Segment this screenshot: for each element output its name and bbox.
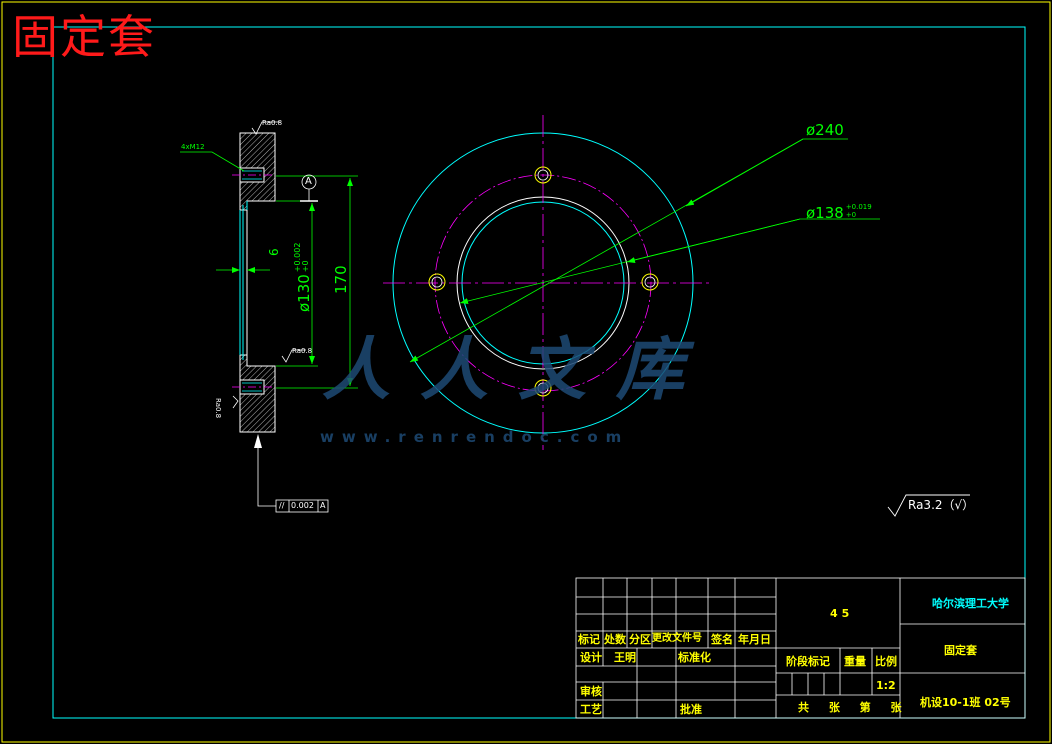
bore-tol-lower: +0	[845, 211, 857, 219]
bolt-hole-left	[428, 273, 446, 291]
bolt-hole-bottom	[534, 379, 552, 397]
tb-school: 哈尔滨理工大学	[932, 597, 1009, 610]
outer-diameter-label: ø240	[806, 121, 844, 139]
section-view	[180, 121, 358, 513]
tb-hdr-sign: 签名	[711, 633, 733, 646]
bolt-hole-right	[641, 273, 659, 291]
tb-drawing-no: 机设10-1班 02号	[920, 696, 1011, 709]
thread-label: 4xM12	[181, 143, 205, 151]
tb-standard: 标准化	[678, 651, 711, 664]
tb-designer: 王明	[614, 651, 636, 664]
height-label: 170	[332, 265, 350, 294]
side-bore-dimension: ø130+0.002+0	[293, 243, 313, 312]
watermark-logo: 人人文库	[322, 331, 715, 410]
watermark-url: www.renrendoc.com	[320, 428, 630, 446]
tb-hdr-doc: 更改文件号	[652, 633, 702, 644]
tb-scale: 1:2	[876, 679, 896, 692]
tb-stage-mark: 阶段标记	[786, 655, 830, 668]
tb-review: 审核	[580, 685, 602, 698]
tolerance-datum: A	[320, 501, 326, 510]
tb-hdr-mark: 标记	[578, 633, 600, 646]
tb-design: 设计	[580, 651, 602, 664]
tolerance-value: 0.002	[291, 501, 314, 510]
roughness-label-3: Ra0.8	[214, 398, 222, 419]
tb-sheets: 共 张 第 张	[798, 701, 902, 714]
tb-weight: 重量	[844, 655, 866, 668]
datum-label: A	[305, 176, 312, 187]
depth-label: 6	[267, 248, 281, 256]
tolerance-frame	[275, 499, 329, 513]
title-block-grid	[575, 577, 1026, 719]
tb-hdr-zone: 分区	[629, 633, 651, 646]
bore-dimension: ø138+0.019+0	[806, 203, 872, 222]
bore-tol-upper: +0.019	[845, 203, 872, 211]
tb-hdr-date: 年月日	[738, 633, 771, 646]
tb-approve: 批准	[680, 703, 702, 716]
tb-process: 工艺	[580, 703, 602, 716]
side-bore-label: ø130	[295, 274, 313, 312]
page-title: 固定套	[12, 10, 156, 64]
tb-material: 45	[830, 607, 854, 620]
front-view	[383, 115, 880, 450]
drawing-frame	[52, 26, 1026, 719]
general-roughness-label: Ra3.2（√）	[908, 498, 975, 512]
side-bore-tol-lower: +0	[301, 260, 310, 273]
tb-part-name: 固定套	[944, 644, 977, 657]
tb-hdr-count: 处数	[604, 633, 626, 646]
roughness-label-1: Ra0.8	[262, 119, 283, 127]
bolt-hole-top	[534, 166, 552, 184]
tolerance-symbol: //	[279, 501, 285, 510]
roughness-symbol	[887, 494, 970, 517]
roughness-label-2: Ra0.8	[292, 347, 313, 355]
bore-diameter-label: ø138	[806, 204, 844, 222]
tb-scale-label: 比例	[875, 655, 897, 668]
